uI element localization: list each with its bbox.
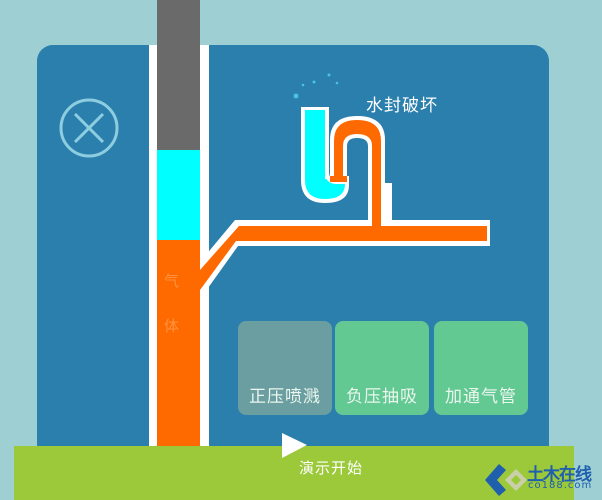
start-label[interactable]: 演示开始 (299, 459, 364, 477)
mode-button-add-vent[interactable]: 加通气管 (434, 321, 528, 415)
watermark-name-en: co188.com (528, 480, 593, 491)
watermark-logo-icon (485, 464, 527, 496)
start-bar[interactable] (14, 446, 574, 500)
gas-label-char-2: 体 (164, 317, 180, 335)
mode-button-positive-pressure[interactable]: 正压喷溅 (238, 321, 332, 415)
start-button[interactable] (281, 432, 309, 460)
water-seal-broken-label: 水封破坏 (366, 96, 438, 116)
mode-button-negative-pressure[interactable]: 负压抽吸 (335, 321, 429, 415)
watermark-name-cn: 土木在线 (527, 465, 592, 485)
play-icon (282, 433, 307, 458)
close-button[interactable] (58, 97, 120, 159)
circle-x-icon (59, 98, 119, 158)
gas-label-char-1: 气 (164, 272, 180, 290)
